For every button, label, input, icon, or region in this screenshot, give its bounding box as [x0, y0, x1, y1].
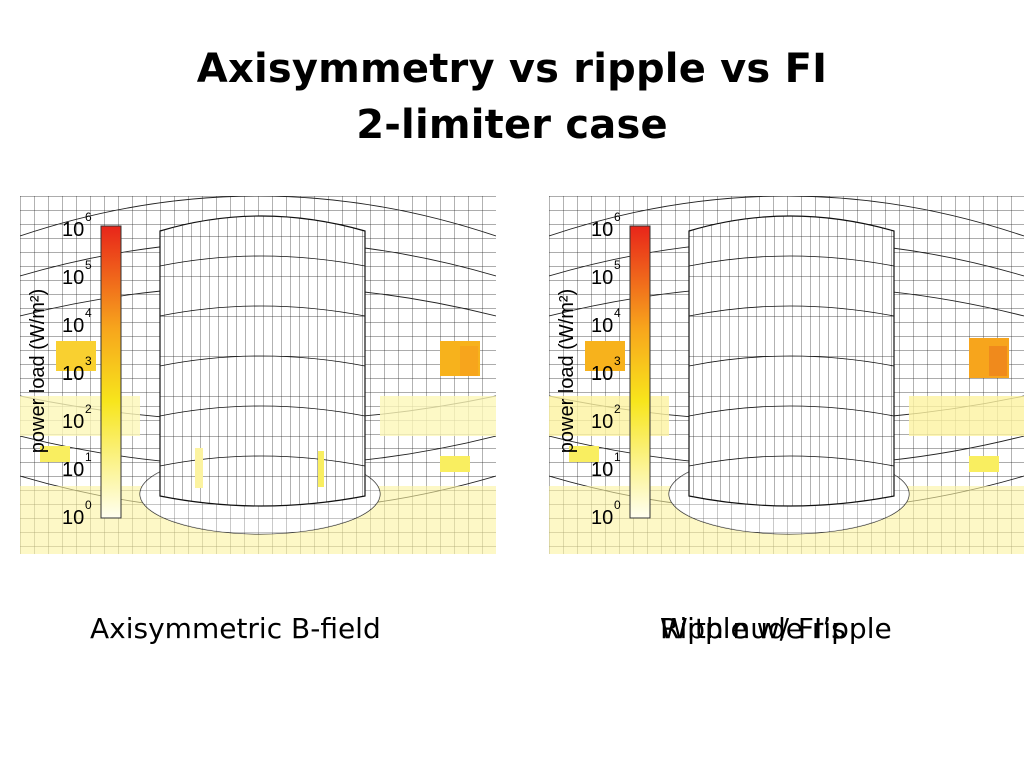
- tick-exponent: 4: [614, 306, 621, 320]
- colorbar: [629, 225, 651, 519]
- tick-label: 10: [591, 411, 613, 433]
- tick-label: 10: [591, 315, 613, 337]
- colorbar: [100, 225, 122, 519]
- tick-exponent: 6: [614, 210, 621, 224]
- tick-exponent: 0: [614, 498, 621, 512]
- tick-label: 10: [62, 219, 84, 241]
- colorbar-ticks: 10 6 10 5 10 4 10 3 10 2 10 1 10 0: [62, 210, 92, 529]
- right-plot-panel: power load (W/m²) 10 6 10 5 10 4 10 3 10…: [549, 196, 1024, 554]
- tick-label: 10: [62, 507, 84, 529]
- tick-label: 10: [62, 315, 84, 337]
- tick-label: 10: [591, 267, 613, 289]
- tick-label: 10: [591, 363, 613, 385]
- tick-exponent: 1: [614, 450, 621, 464]
- tick-exponent: 5: [614, 258, 621, 272]
- tick-label: 10: [591, 507, 613, 529]
- central-column: [159, 215, 366, 507]
- tick-exponent: 3: [85, 354, 92, 368]
- tick-exponent: 4: [85, 306, 92, 320]
- colorbar-label: power load (W/m²): [556, 289, 578, 453]
- tick-exponent: 1: [85, 450, 92, 464]
- left-plot-panel: power load (W/m²) 10 6 10 5 10 4 10 3 10…: [20, 196, 496, 554]
- colorbar-ticks: 10 6 10 5 10 4 10 3 10 2 10 1 10 0: [591, 210, 621, 529]
- tick-label: 10: [62, 459, 84, 481]
- left-plot-svg: power load (W/m²) 10 6 10 5 10 4 10 3 10…: [20, 196, 496, 554]
- right-plot-caption-overlay-a: Ripple w/ FI’s: [660, 612, 846, 645]
- left-plot-caption: Axisymmetric B-field: [90, 612, 381, 645]
- tick-label: 10: [591, 459, 613, 481]
- tick-exponent: 6: [85, 210, 92, 224]
- central-column: [688, 215, 895, 507]
- tick-label: 10: [62, 411, 84, 433]
- right-plot-caption-overlay-b: With nude ripple: [660, 612, 892, 645]
- tick-exponent: 2: [85, 402, 92, 416]
- slide-title-line1: Axisymmetry vs ripple vs FI: [196, 46, 828, 92]
- tick-label: 10: [591, 219, 613, 241]
- tick-exponent: 2: [614, 402, 621, 416]
- tick-label: 10: [62, 267, 84, 289]
- colorbar-label: power load (W/m²): [27, 289, 49, 453]
- right-plot-svg: power load (W/m²) 10 6 10 5 10 4 10 3 10…: [549, 196, 1024, 554]
- tick-exponent: 5: [85, 258, 92, 272]
- slide-title-line2: 2-limiter case: [356, 102, 668, 148]
- tick-exponent: 3: [614, 354, 621, 368]
- tick-label: 10: [62, 363, 84, 385]
- tick-exponent: 0: [85, 498, 92, 512]
